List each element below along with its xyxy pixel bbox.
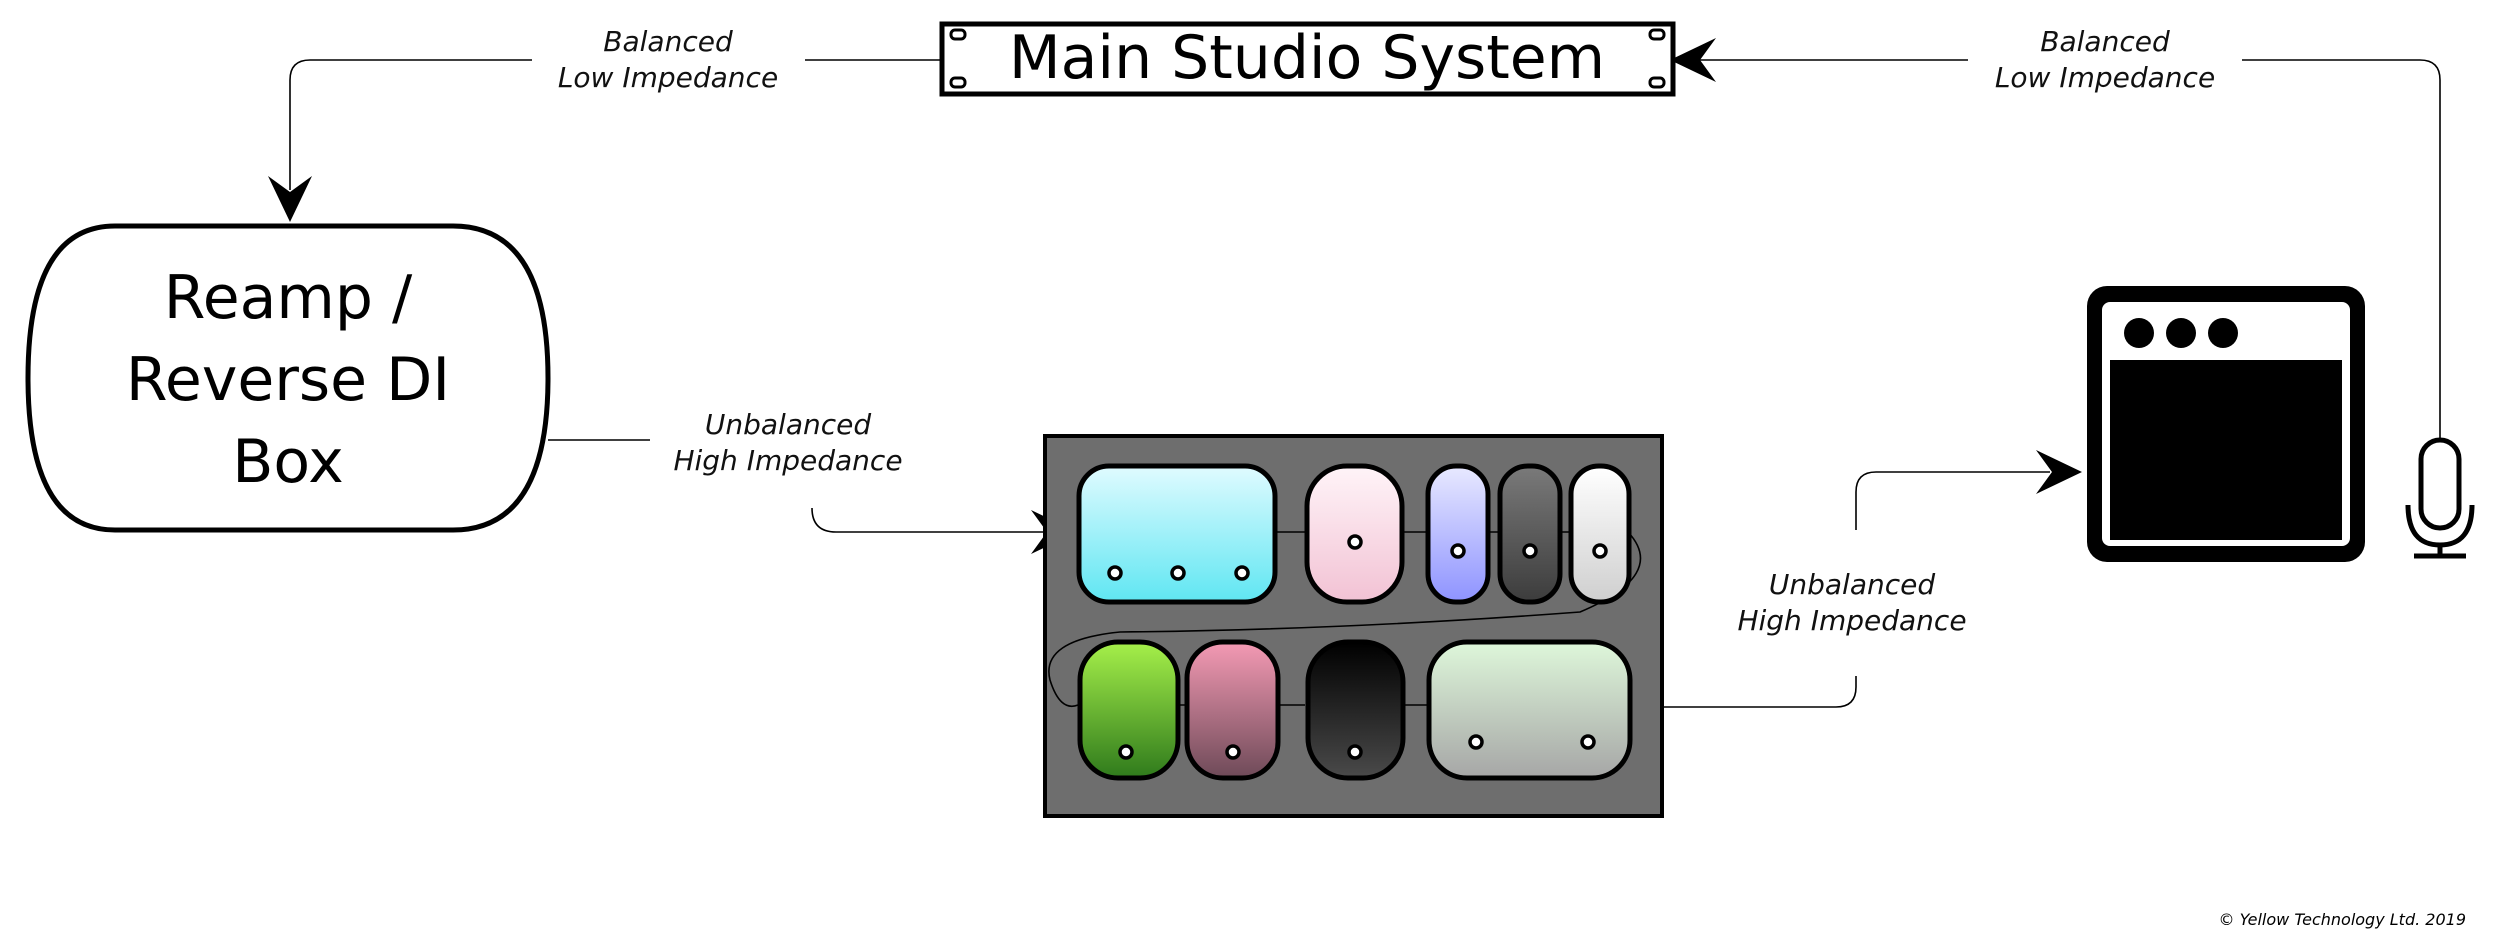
pedalboard-icon — [1043, 434, 1664, 818]
wire-reamp-to-board — [548, 439, 1045, 533]
pedal-pink — [1304, 463, 1405, 605]
reamp-box-outline — [25, 223, 551, 533]
arrowhead-right-icon — [2036, 450, 2082, 494]
copyright-notice: © Yellow Technology Ltd. 2019 — [2219, 910, 2466, 929]
pedal-dark — [1497, 463, 1563, 605]
pedal-cyan — [1076, 463, 1278, 605]
pedal-rose — [1184, 639, 1281, 781]
pedal-white — [1568, 463, 1632, 605]
reamp-box-line1: Reamp / — [164, 263, 413, 333]
label-top-right-line2: Low Impedance — [1995, 61, 2215, 94]
wire-board-to-amp — [1630, 471, 2050, 708]
pedal-black — [1305, 639, 1406, 781]
arrowhead-down-icon — [268, 176, 312, 222]
main-studio-system: Main Studio System — [939, 21, 1676, 97]
label-mid-left-line1: Unbalanced — [705, 408, 871, 441]
pedal-mint — [1426, 639, 1633, 781]
label-top-left-line2: Low Impedance — [558, 61, 778, 94]
reamp-box-line2: Reverse DI — [126, 345, 450, 415]
pedal-green — [1077, 639, 1181, 781]
guitar-amp-icon — [2087, 286, 2365, 562]
microphone-icon — [2405, 437, 2475, 559]
label-top-left-line1: Balanced — [603, 25, 733, 58]
wire-rack-to-reamp — [289, 59, 940, 190]
reamp-box: Reamp / Reverse DI Box — [25, 223, 551, 533]
wire-mic-to-rack — [1700, 59, 2441, 440]
label-top-right-line1: Balanced — [2040, 25, 2170, 58]
rack-unit-icon — [939, 21, 1676, 97]
label-mid-right-line1: Unbalanced — [1769, 568, 1935, 601]
pedal-lavender — [1425, 463, 1491, 605]
patch-cable — [1048, 531, 1642, 707]
main-studio-system-title: Main Studio System — [1009, 23, 1605, 93]
label-mid-left-line2: High Impedance — [673, 444, 902, 477]
pedal-knobs — [1107, 534, 1608, 760]
arrowhead-left-icon — [1670, 38, 1716, 82]
label-mid-right-line2: High Impedance — [1737, 604, 1966, 637]
reamp-box-line3: Box — [232, 427, 344, 497]
